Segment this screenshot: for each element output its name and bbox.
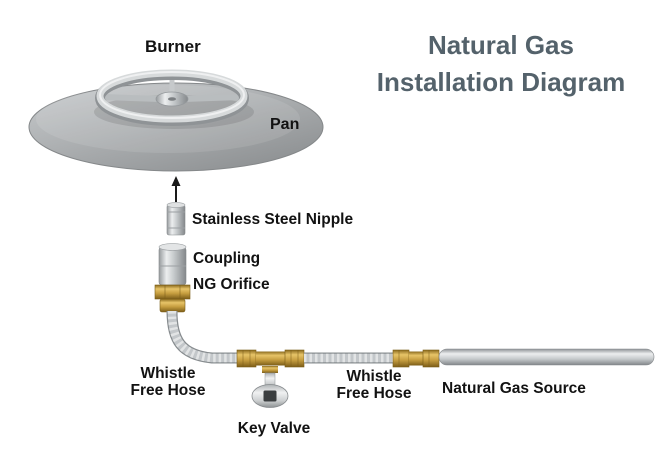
stainless-steel-nipple-label: Stainless Steel Nipple	[192, 211, 354, 228]
gas-source-fitting	[392, 349, 440, 368]
whistle-free-hose-left	[166, 310, 242, 364]
key-valve	[236, 349, 305, 408]
whistle-left-line-2: Free Hose	[130, 381, 206, 399]
whistle-right-line-2: Free Hose	[336, 384, 412, 402]
pan-label: Pan	[270, 116, 300, 133]
natural-gas-source-label: Natural Gas Source	[442, 380, 586, 397]
title-line-1: Natural Gas	[428, 30, 574, 60]
whistle-free-hose-label-left: Whistle Free Hose	[116, 365, 220, 399]
natural-gas-source-pipe	[438, 348, 655, 366]
burner-label: Burner	[145, 37, 201, 56]
stainless-steel-nipple	[166, 202, 186, 236]
up-arrow-icon	[171, 176, 181, 202]
coupling-fitting	[158, 243, 187, 286]
whistle-left-line-1: Whistle	[140, 365, 196, 382]
ng-orifice-label: NG Orifice	[193, 276, 270, 293]
whistle-free-hose-label-right: Whistle Free Hose	[322, 368, 426, 402]
ng-orifice-fitting	[154, 284, 191, 313]
title-line-2: Installation Diagram	[376, 67, 626, 97]
diagram-title: Natural Gas Installation Diagram	[350, 27, 652, 101]
key-valve-label: Key Valve	[237, 420, 311, 437]
whistle-right-line-1: Whistle	[346, 368, 402, 385]
coupling-label: Coupling	[193, 250, 261, 267]
burner-ring	[94, 69, 254, 129]
